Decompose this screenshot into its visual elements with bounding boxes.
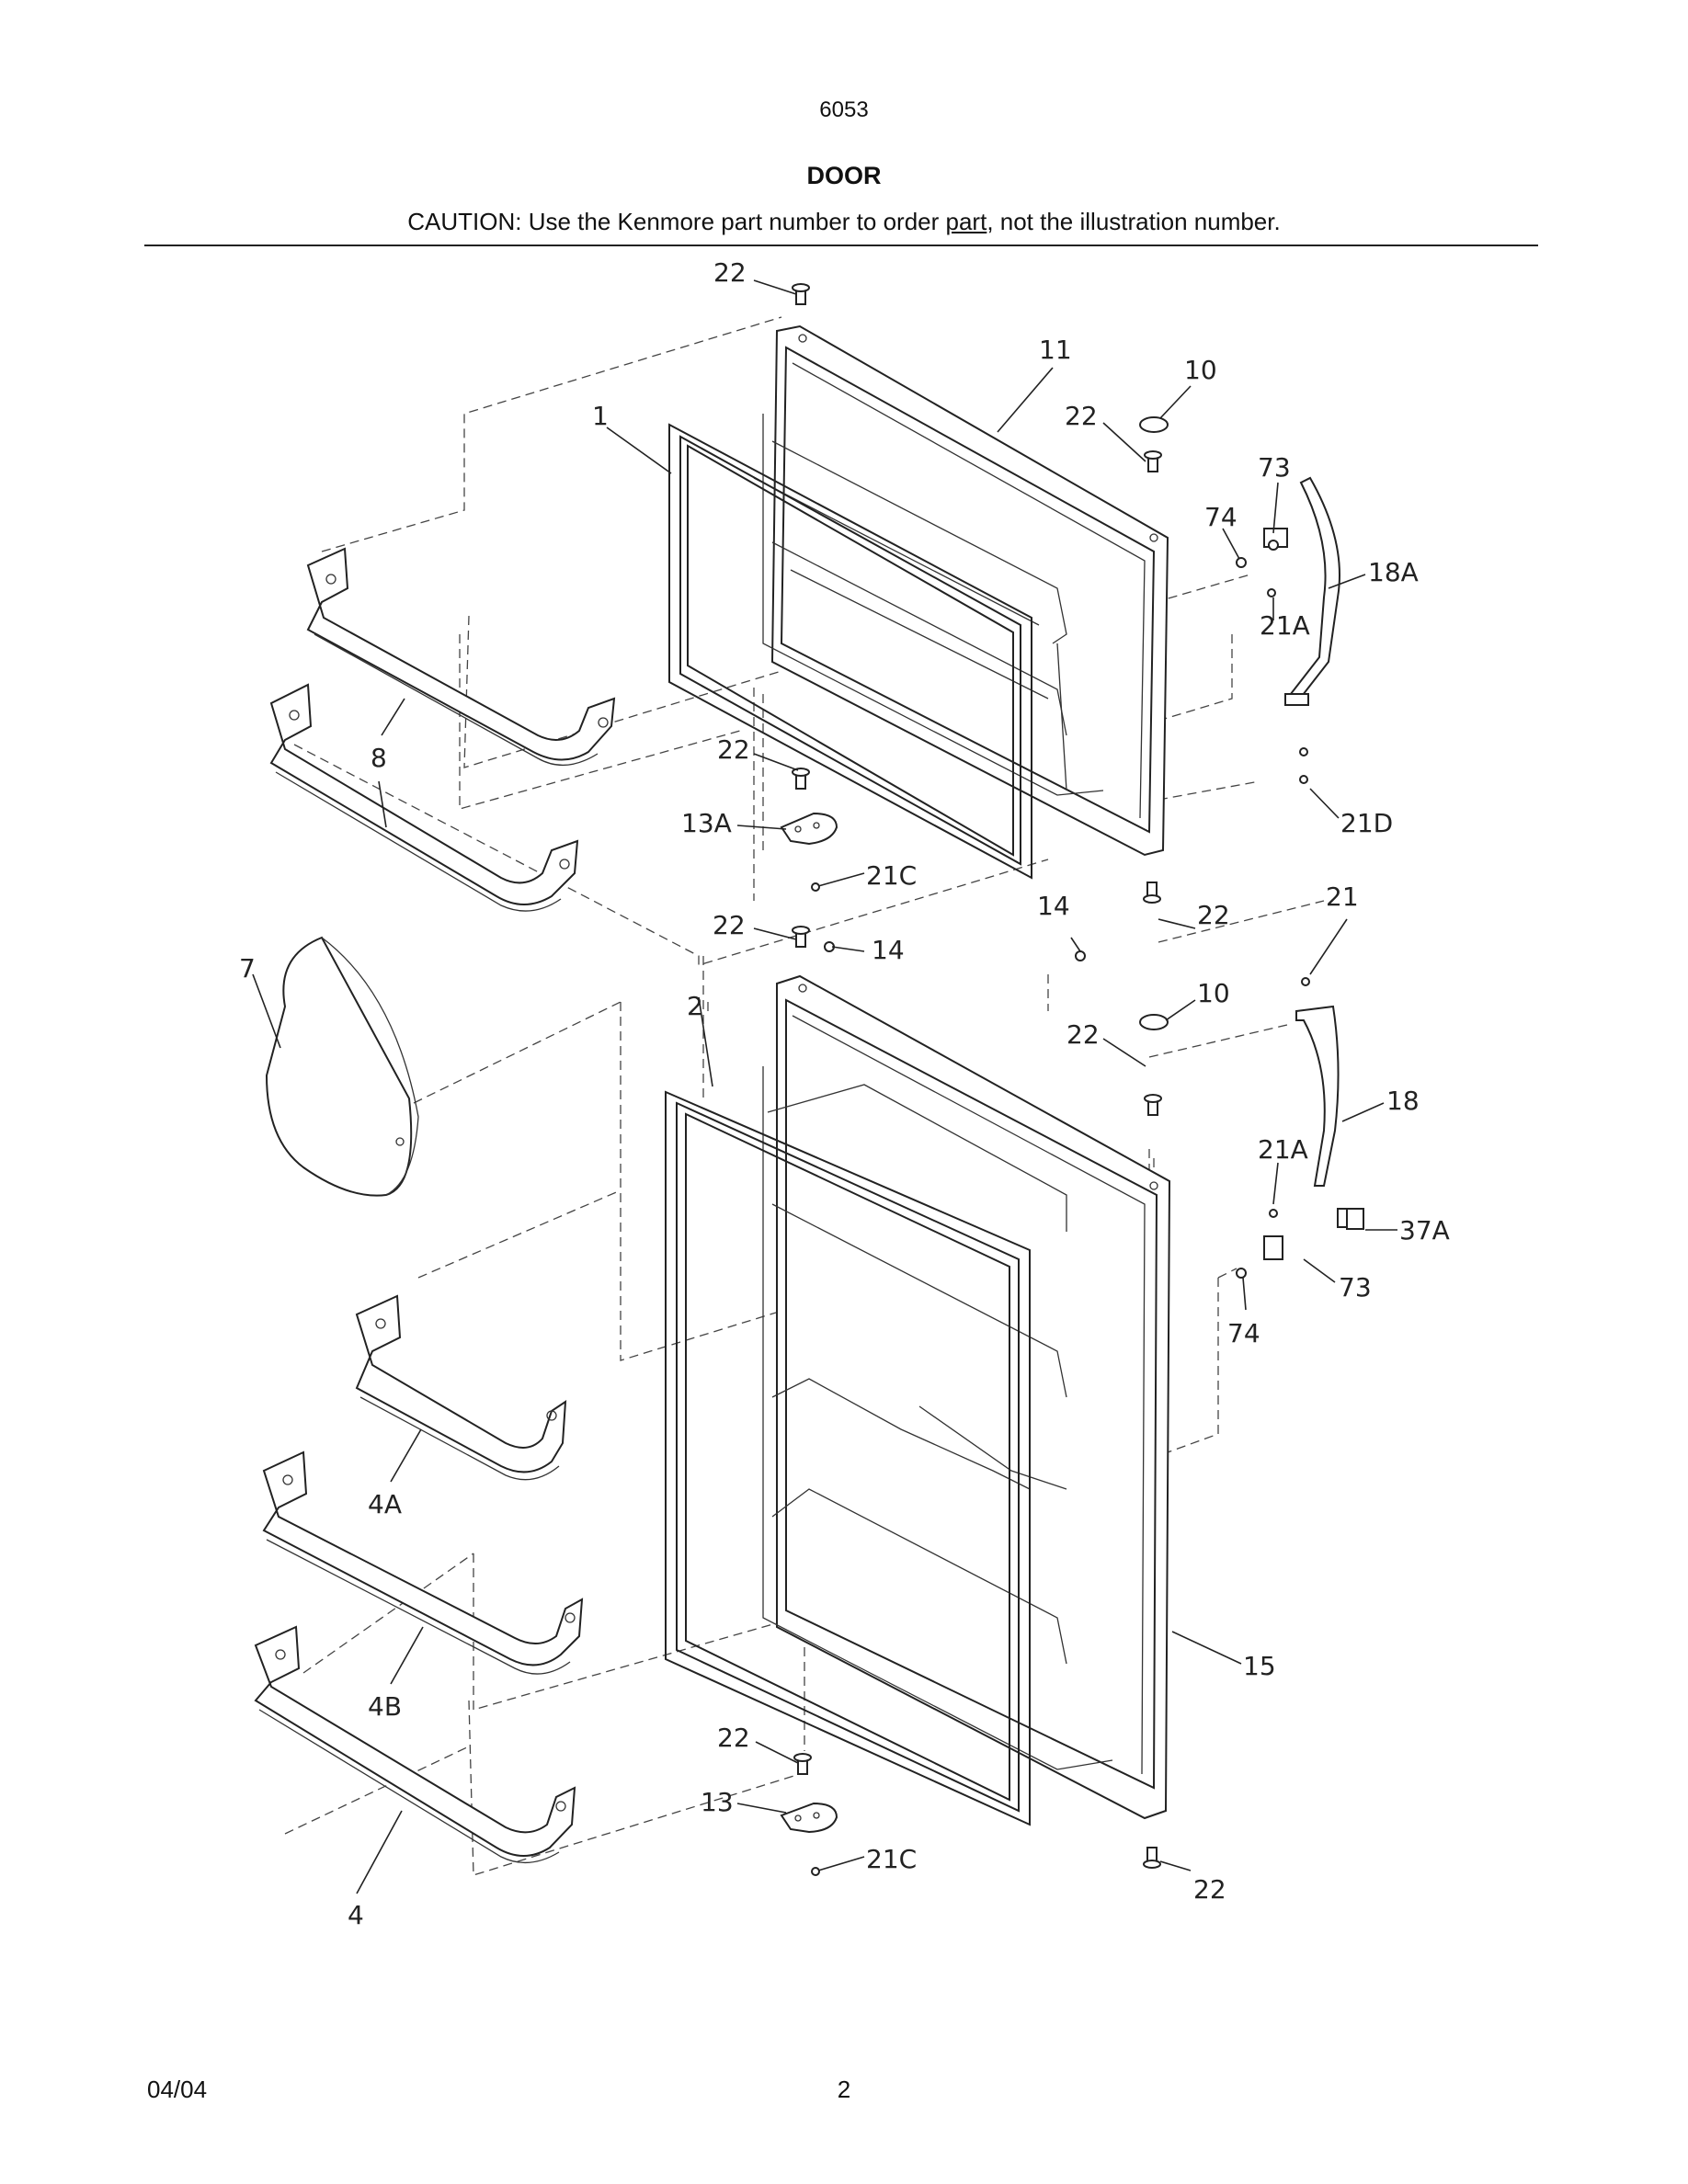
callout-13: 13 [701, 1787, 734, 1817]
callout-22-mid: 22 [717, 734, 750, 765]
upper-door-shelf-b [269, 683, 579, 912]
callout-15: 15 [1243, 1651, 1276, 1681]
callout-14-left: 14 [872, 935, 905, 965]
freezer-gasket-1 [668, 423, 1032, 880]
callout-leaders [252, 279, 1397, 1894]
callout-73-lower: 73 [1339, 1272, 1372, 1302]
callout-73-upper: 73 [1258, 452, 1291, 483]
fresh-food-handle-18 [1263, 1005, 1359, 1260]
page-title: DOOR [806, 162, 882, 189]
callout-21c-upper: 21C [866, 860, 917, 891]
callout-22-right-mid: 22 [1197, 900, 1230, 930]
door-shelf-4b [262, 1450, 584, 1675]
door-shelf-4a [355, 1294, 567, 1481]
callout-10-lower: 10 [1197, 978, 1230, 1008]
callout-21d: 21D [1340, 808, 1393, 838]
model-number: 6053 [819, 97, 869, 122]
callout-18: 18 [1386, 1086, 1420, 1116]
callout-2: 2 [687, 991, 703, 1021]
door-shelf-4 [254, 1625, 576, 1864]
callout-10-upper: 10 [1184, 355, 1217, 385]
callout-4b: 4B [368, 1691, 402, 1722]
footer-page-number: 2 [837, 2076, 851, 2103]
fresh-food-door-15 [762, 974, 1171, 1820]
callout-4: 4 [348, 1900, 364, 1930]
callout-11: 11 [1039, 335, 1072, 365]
callout-labels: 22 11 10 22 1 73 74 18A 21A 8 22 13A 21C… [239, 257, 1450, 1930]
hinge-pins-and-screws [792, 283, 1364, 1876]
callout-22-lower-top: 22 [713, 910, 746, 940]
callout-21c-lower: 21C [866, 1844, 917, 1874]
dairy-cover-7 [265, 936, 419, 1197]
callout-18a: 18A [1368, 557, 1419, 587]
upper-hinge-13a [780, 812, 838, 846]
header-divider [144, 245, 1538, 246]
callout-74-upper: 74 [1204, 502, 1237, 532]
footer-date: 04/04 [147, 2076, 208, 2103]
callout-21: 21 [1326, 882, 1359, 912]
caution-text-suffix: , not the illustration number. [987, 208, 1281, 235]
callout-22-hinge-upper: 22 [1065, 401, 1098, 431]
upper-door-shelf-a [306, 547, 616, 767]
caution-text-prefix: CAUTION: Use the Kenmore part number to … [407, 208, 946, 235]
callout-22-hinge-lower: 22 [1066, 1019, 1100, 1050]
callout-74-lower: 74 [1227, 1318, 1260, 1348]
freezer-door-11 [753, 324, 1169, 857]
callout-22-top: 22 [713, 257, 747, 288]
callout-21a-upper: 21A [1260, 610, 1310, 641]
caution-text-underlined: part [945, 208, 987, 235]
callout-8: 8 [371, 743, 387, 773]
fresh-food-gasket-2 [665, 1090, 1031, 1826]
callout-13a: 13A [681, 808, 732, 838]
callout-37a: 37A [1399, 1215, 1450, 1246]
callout-1: 1 [592, 401, 609, 431]
callout-21a-lower: 21A [1258, 1134, 1308, 1165]
callout-22-bottom: 22 [717, 1723, 750, 1753]
caution-note: CAUTION: Use the Kenmore part number to … [0, 208, 1688, 236]
callout-14-right: 14 [1037, 891, 1070, 921]
callout-22-bottom-right: 22 [1193, 1874, 1226, 1905]
callout-4a: 4A [368, 1489, 402, 1519]
callout-7: 7 [239, 953, 256, 984]
lower-hinge-13 [780, 1802, 838, 1834]
